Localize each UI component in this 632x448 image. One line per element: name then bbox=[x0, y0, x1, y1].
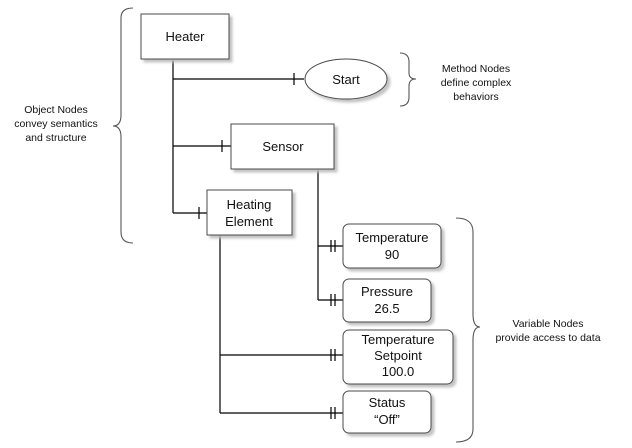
sensor-label: Sensor bbox=[262, 139, 304, 154]
start-label: Start bbox=[332, 72, 360, 87]
object-nodes-line-3: and structure bbox=[25, 132, 86, 144]
method-nodes-line-1: Method Nodes bbox=[442, 63, 510, 75]
status-label: Status bbox=[369, 395, 406, 410]
pressure-label: Pressure bbox=[361, 284, 413, 299]
heating-element-node: Heating Element bbox=[206, 189, 293, 236]
pressure-variable-node: Pressure 26.5 bbox=[342, 278, 432, 323]
object-nodes-annotation: Object Nodes convey semantics and struct… bbox=[14, 104, 97, 144]
heating-element-status-double-tick bbox=[330, 407, 336, 419]
start-method-node: Start bbox=[304, 58, 388, 100]
object-nodes-line-1: Object Nodes bbox=[24, 104, 88, 116]
temperature-variable-node: Temperature 90 bbox=[342, 223, 442, 269]
heating-element-label-line-2: Element bbox=[225, 214, 273, 229]
variable-nodes-line-1: Variable Nodes bbox=[512, 318, 583, 330]
status-value: “Off” bbox=[374, 412, 400, 427]
temperature-setpoint-label-line-2: Setpoint bbox=[374, 348, 422, 363]
sensor-node: Sensor bbox=[230, 123, 335, 170]
heater-node: Heater bbox=[140, 13, 230, 60]
temperature-setpoint-label-line-1: Temperature bbox=[362, 332, 435, 347]
method-nodes-line-3: behaviors bbox=[453, 91, 499, 103]
sensor-temperature-double-tick bbox=[330, 240, 336, 252]
method-nodes-brace bbox=[399, 52, 417, 107]
temperature-value: 90 bbox=[385, 247, 399, 262]
variable-nodes-annotation: Variable Nodes provide access to data bbox=[495, 318, 600, 344]
variable-nodes-brace bbox=[455, 217, 481, 443]
heating-element-setpoint-double-tick bbox=[330, 349, 336, 361]
connection-lines bbox=[172, 60, 343, 419]
temperature-setpoint-variable-node: Temperature Setpoint 100.0 bbox=[342, 329, 454, 385]
variable-nodes-line-2: provide access to data bbox=[495, 332, 600, 344]
temperature-setpoint-value: 100.0 bbox=[382, 364, 415, 379]
temperature-label: Temperature bbox=[356, 230, 429, 245]
status-variable-node: Status “Off” bbox=[342, 390, 432, 434]
pressure-value: 26.5 bbox=[374, 301, 399, 316]
heating-element-label-line-1: Heating bbox=[227, 197, 272, 212]
heater-label: Heater bbox=[165, 29, 205, 44]
object-nodes-line-2: convey semantics bbox=[14, 118, 97, 130]
method-nodes-annotation: Method Nodes define complex behaviors bbox=[441, 63, 512, 103]
method-nodes-line-2: define complex bbox=[441, 77, 512, 89]
sensor-pressure-double-tick bbox=[330, 294, 336, 306]
object-nodes-brace bbox=[112, 7, 134, 244]
